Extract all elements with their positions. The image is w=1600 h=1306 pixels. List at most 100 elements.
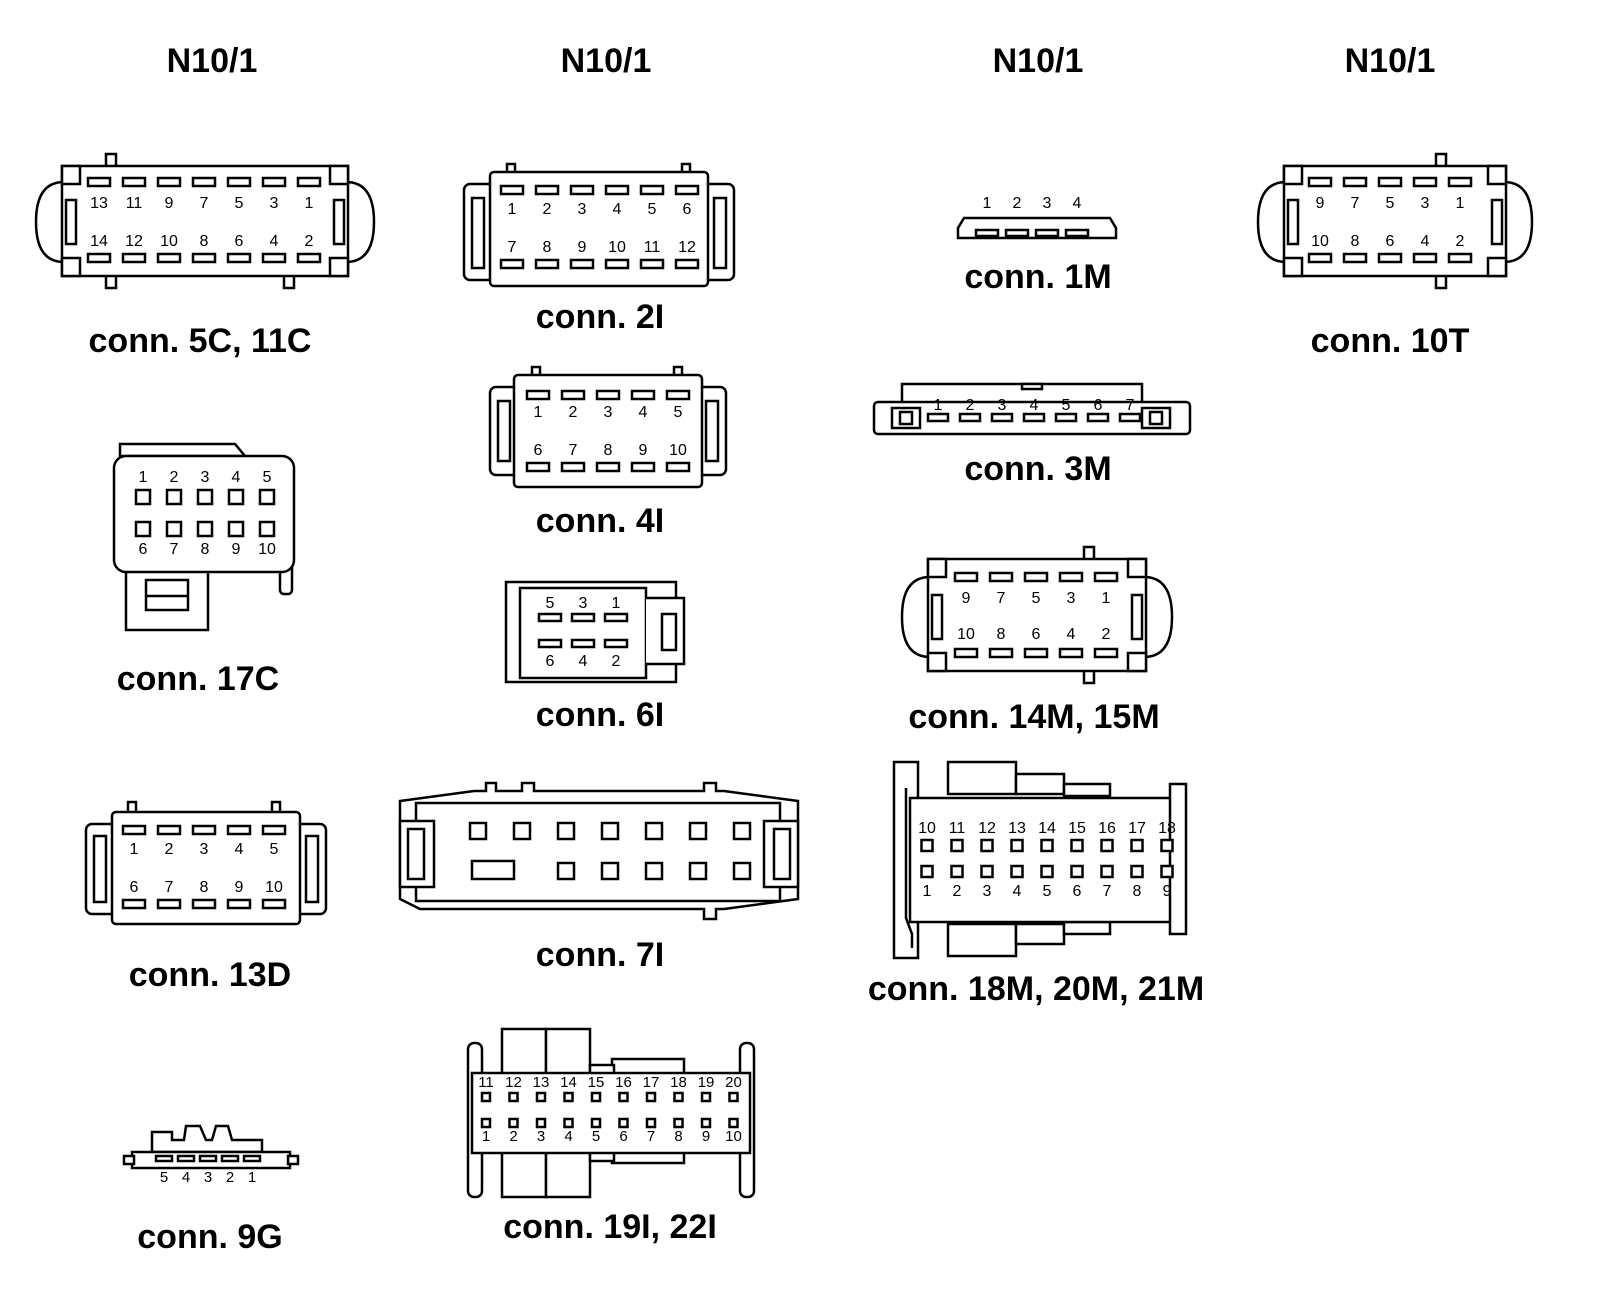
pin — [1342, 252, 1368, 264]
pin-label: 5 — [263, 469, 272, 486]
pin-label: 7 — [170, 541, 179, 558]
pin-label: 3 — [200, 841, 209, 858]
pin — [227, 520, 245, 538]
pin — [226, 252, 252, 264]
pin-label: 13 — [1008, 820, 1026, 837]
pin — [1070, 864, 1084, 879]
pin-label: 9 — [1316, 195, 1325, 212]
pin-label: 3 — [1043, 195, 1052, 212]
pin-label: 5 — [1386, 195, 1395, 212]
pin-label: 2 — [543, 201, 552, 218]
pin — [525, 461, 551, 473]
pin — [673, 1117, 684, 1129]
pin-label: 2 — [569, 404, 578, 421]
pin-label: 1 — [139, 469, 148, 486]
pin-label: 9 — [232, 541, 241, 558]
pin-label: 10 — [608, 239, 626, 256]
pin — [121, 824, 147, 836]
pin — [644, 861, 664, 881]
pin — [258, 488, 276, 506]
pin — [258, 520, 276, 538]
pin-label: 4 — [1421, 233, 1430, 250]
pin-label: 8 — [1351, 233, 1360, 250]
pin-label: 7 — [1103, 883, 1112, 900]
pin-label: 1 — [1102, 590, 1111, 607]
connector-7i — [398, 781, 800, 921]
pin — [645, 1091, 657, 1103]
pin-label: 8 — [201, 541, 210, 558]
pin-label: 5 — [592, 1128, 600, 1145]
pin — [261, 898, 287, 910]
pin-label: 2 — [1013, 195, 1022, 212]
pin — [700, 1117, 712, 1129]
pin — [499, 184, 525, 196]
pin-label: 4 — [564, 1128, 572, 1145]
pin — [990, 412, 1014, 423]
pin-label: 12 — [978, 820, 996, 837]
pin — [156, 824, 182, 836]
pin — [480, 1117, 492, 1129]
pin — [134, 488, 152, 506]
caption-conn-5c-11c: conn. 5C, 11C — [88, 322, 312, 360]
pin — [220, 1154, 240, 1163]
pin — [1004, 228, 1030, 238]
pin-label: 2 — [509, 1128, 517, 1145]
pin-label: 3 — [537, 1128, 545, 1145]
pin-label: 11 — [949, 820, 966, 837]
pin-label: 18 — [670, 1074, 687, 1091]
pin — [980, 864, 994, 879]
pin-label: 3 — [1067, 590, 1076, 607]
pin-label: 14 — [1038, 820, 1056, 837]
pin-label: 2 — [226, 1169, 234, 1186]
pin — [926, 412, 950, 423]
pin — [569, 184, 595, 196]
pin — [1447, 176, 1473, 188]
pin-label: 9 — [702, 1128, 710, 1145]
pin-label: 9 — [235, 879, 244, 896]
pin-label: 6 — [619, 1128, 627, 1145]
pin-label: 2 — [305, 233, 314, 250]
pin — [639, 184, 665, 196]
pin — [604, 184, 630, 196]
pin-label: 8 — [200, 233, 209, 250]
pin — [226, 898, 252, 910]
pin — [499, 258, 525, 270]
pin-label: 11 — [478, 1074, 494, 1091]
pin-label: 1 — [130, 841, 139, 858]
caption-conn-3m: conn. 3M — [964, 450, 1112, 488]
pin-label: 1 — [923, 883, 932, 900]
pin — [604, 258, 630, 270]
pin — [958, 412, 982, 423]
pin — [156, 176, 182, 188]
pin-label: 7 — [508, 239, 517, 256]
pin — [535, 1117, 547, 1129]
pin — [121, 898, 147, 910]
pin-label: 9 — [1163, 883, 1172, 900]
pin-label: 4 — [1073, 195, 1082, 212]
pin — [1058, 647, 1084, 659]
pin-label: 6 — [534, 442, 543, 459]
pin-label: 9 — [578, 239, 587, 256]
pin-label: 1 — [305, 195, 314, 212]
pin — [86, 252, 112, 264]
pin — [154, 1154, 174, 1163]
pin-label: 9 — [165, 195, 174, 212]
pin-label: 16 — [1098, 820, 1116, 837]
pin — [1118, 412, 1142, 423]
pin-label: 5 — [1062, 397, 1071, 414]
pin — [980, 838, 994, 853]
pin — [674, 258, 700, 270]
pin-label: 1 — [482, 1128, 490, 1145]
pin-label: 1 — [248, 1169, 256, 1186]
pin — [191, 176, 217, 188]
pin-label: 8 — [997, 626, 1006, 643]
pin — [563, 1091, 574, 1103]
pin-label: 10 — [265, 879, 283, 896]
pin-label: 8 — [1133, 883, 1142, 900]
